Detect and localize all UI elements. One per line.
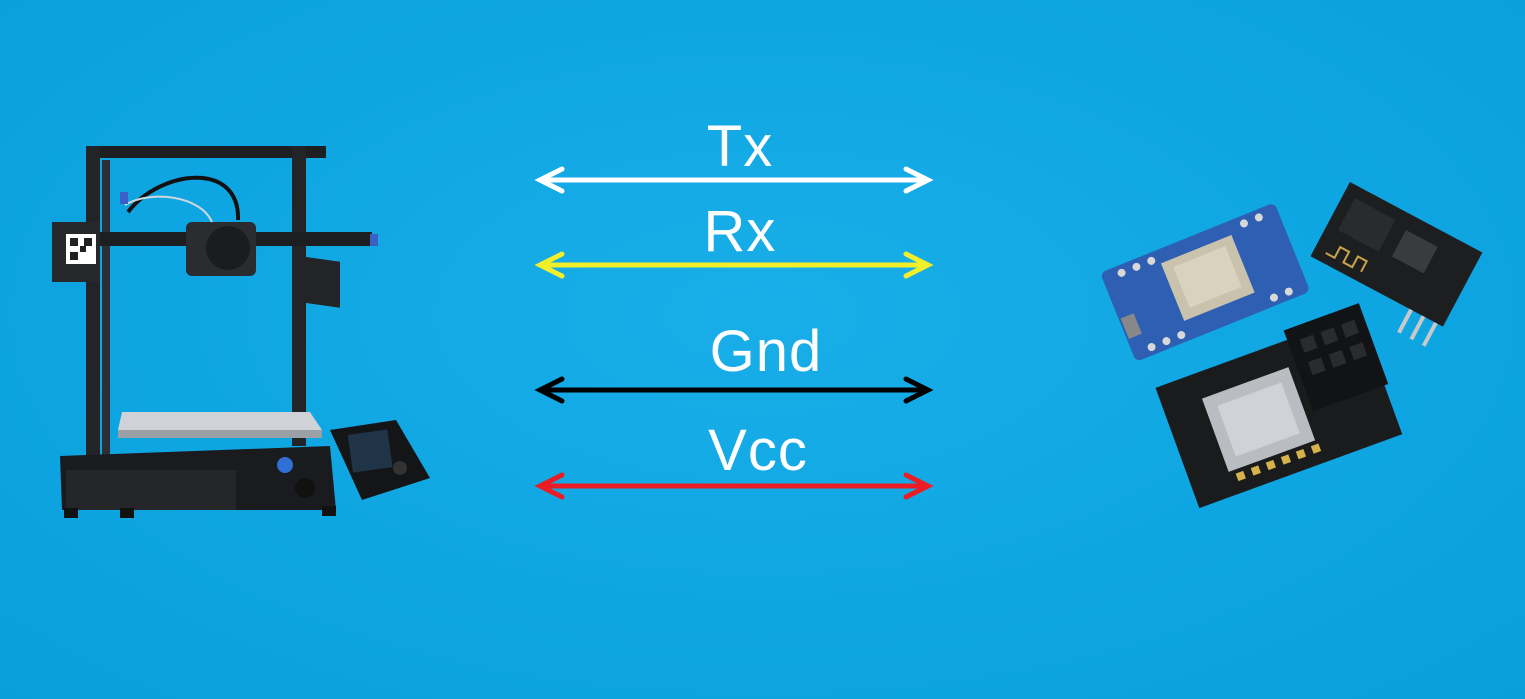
- arrow-gnd: [534, 376, 934, 404]
- tx-label: Tx: [706, 114, 774, 179]
- gnd-label: Gnd: [709, 319, 823, 384]
- vcc-label: Vcc: [708, 418, 808, 483]
- rx-label: Rx: [703, 199, 777, 264]
- arrow-vcc: [534, 472, 934, 500]
- arrow-tx: [534, 166, 934, 194]
- arrow-rx: [534, 251, 934, 279]
